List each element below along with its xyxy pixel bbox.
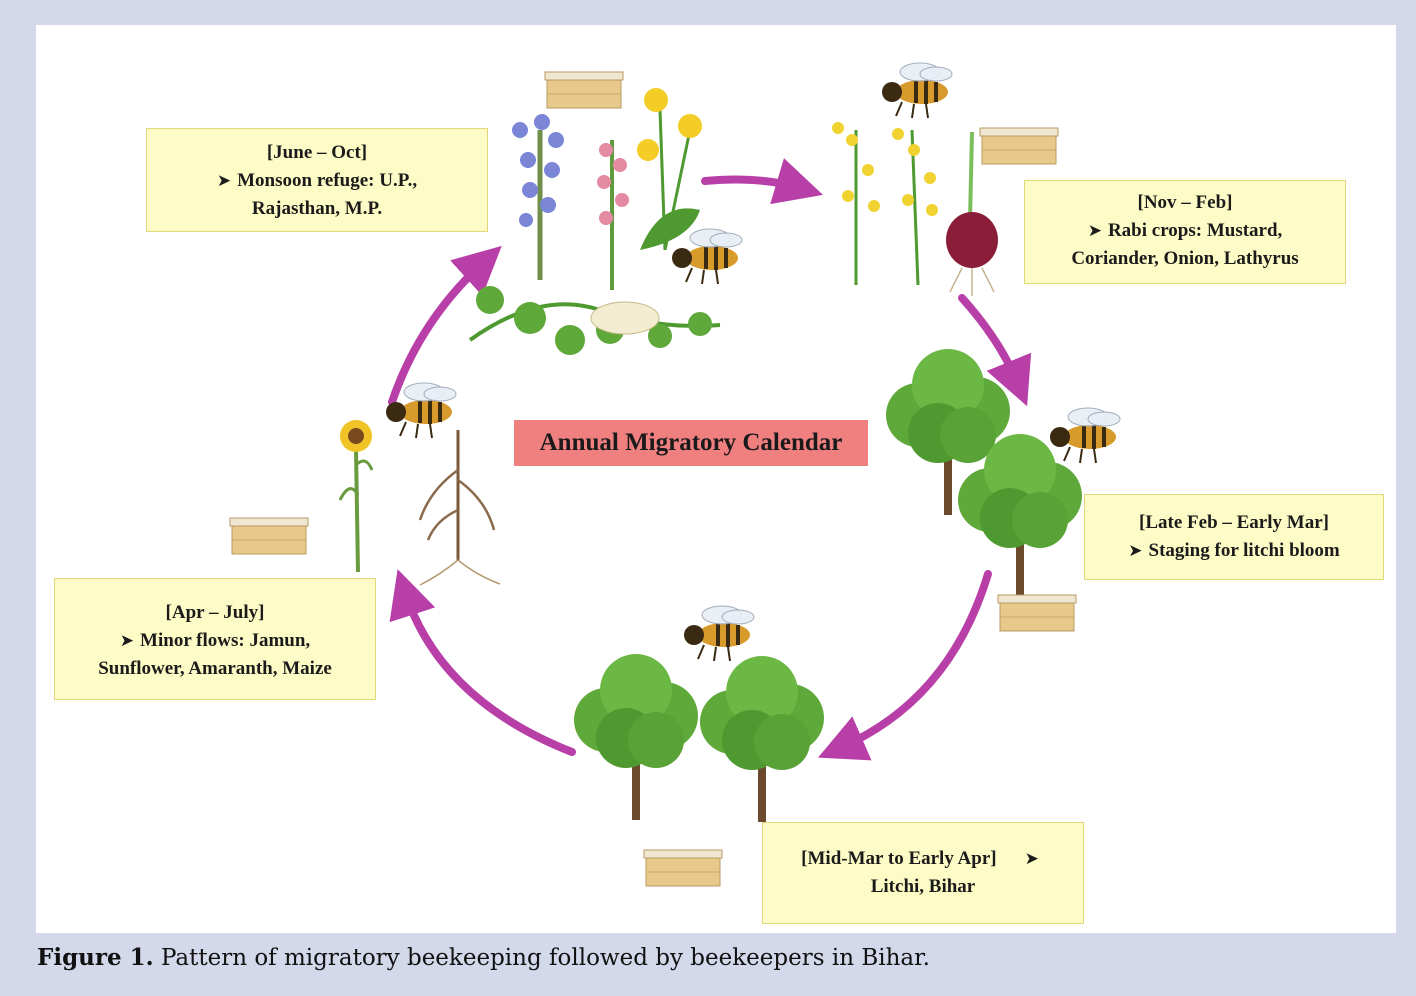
cycle-arrows (388, 158, 1032, 761)
stage-detail: Staging for litchi bloom (1148, 540, 1340, 561)
minor-flows-illustration (229, 381, 501, 586)
bullet-arrow-icon: ➤ (216, 171, 232, 191)
figure-caption: Figure 1. Pattern of migratory beekeepin… (37, 944, 930, 971)
stage-detail: Rajasthan, M.P. (251, 198, 383, 219)
monsoon-plants-illustration (468, 71, 744, 355)
stage-box-apr-july: [Apr – July] ➤Minor flows: Jamun, Sunflo… (54, 578, 376, 700)
stage-detail: Sunflower, Amaranth, Maize (98, 658, 332, 679)
bullet-arrow-icon: ➤ (1128, 541, 1143, 561)
stage-detail: Minor flows: Jamun, (140, 630, 311, 651)
arrow-to-apr (389, 569, 576, 756)
late-feb-trees-illustration (886, 349, 1122, 632)
diagram-title: Annual Migratory Calendar (514, 420, 868, 466)
stage-period: [Late Feb – Early Mar] (1139, 512, 1329, 533)
arrow-to-late-feb (958, 294, 1032, 407)
arrow-to-june (388, 245, 502, 406)
stage-period: [June – Oct] (266, 142, 368, 163)
caption-text: Pattern of migratory beekeeping followed… (153, 945, 930, 971)
bullet-arrow-icon: ➤ (1087, 221, 1102, 241)
bullet-arrow-icon: ➤ (119, 631, 135, 651)
stage-box-mid-mar: [Mid-Mar to Early Apr] ➤ Litchi, Bihar (762, 822, 1084, 924)
stage-detail: Rabi crops: Mustard, (1107, 220, 1283, 241)
rabi-crops-illustration (832, 61, 1059, 296)
arrow-to-nov (701, 158, 823, 205)
stage-period: [Nov – Feb] (1137, 192, 1233, 213)
stage-box-late-feb: [Late Feb – Early Mar] ➤Staging for litc… (1084, 494, 1384, 580)
arrow-to-mid-mar (818, 570, 992, 761)
stage-box-june-oct: [June – Oct] ➤Monsoon refuge: U.P., Raja… (146, 128, 488, 232)
stage-detail: Monsoon refuge: U.P., (237, 170, 418, 191)
stage-period: [Apr – July] (165, 602, 265, 623)
stage-detail: Coriander, Onion, Lathyrus (1071, 248, 1299, 269)
stage-detail: Litchi, Bihar (870, 876, 976, 897)
stage-box-nov-feb: [Nov – Feb] ➤Rabi crops: Mustard, Corian… (1024, 180, 1346, 284)
bullet-arrow-icon: ➤ (1024, 849, 1039, 869)
stage-period: [Mid-Mar to Early Apr] (801, 848, 997, 869)
caption-label: Figure 1. (37, 944, 154, 971)
